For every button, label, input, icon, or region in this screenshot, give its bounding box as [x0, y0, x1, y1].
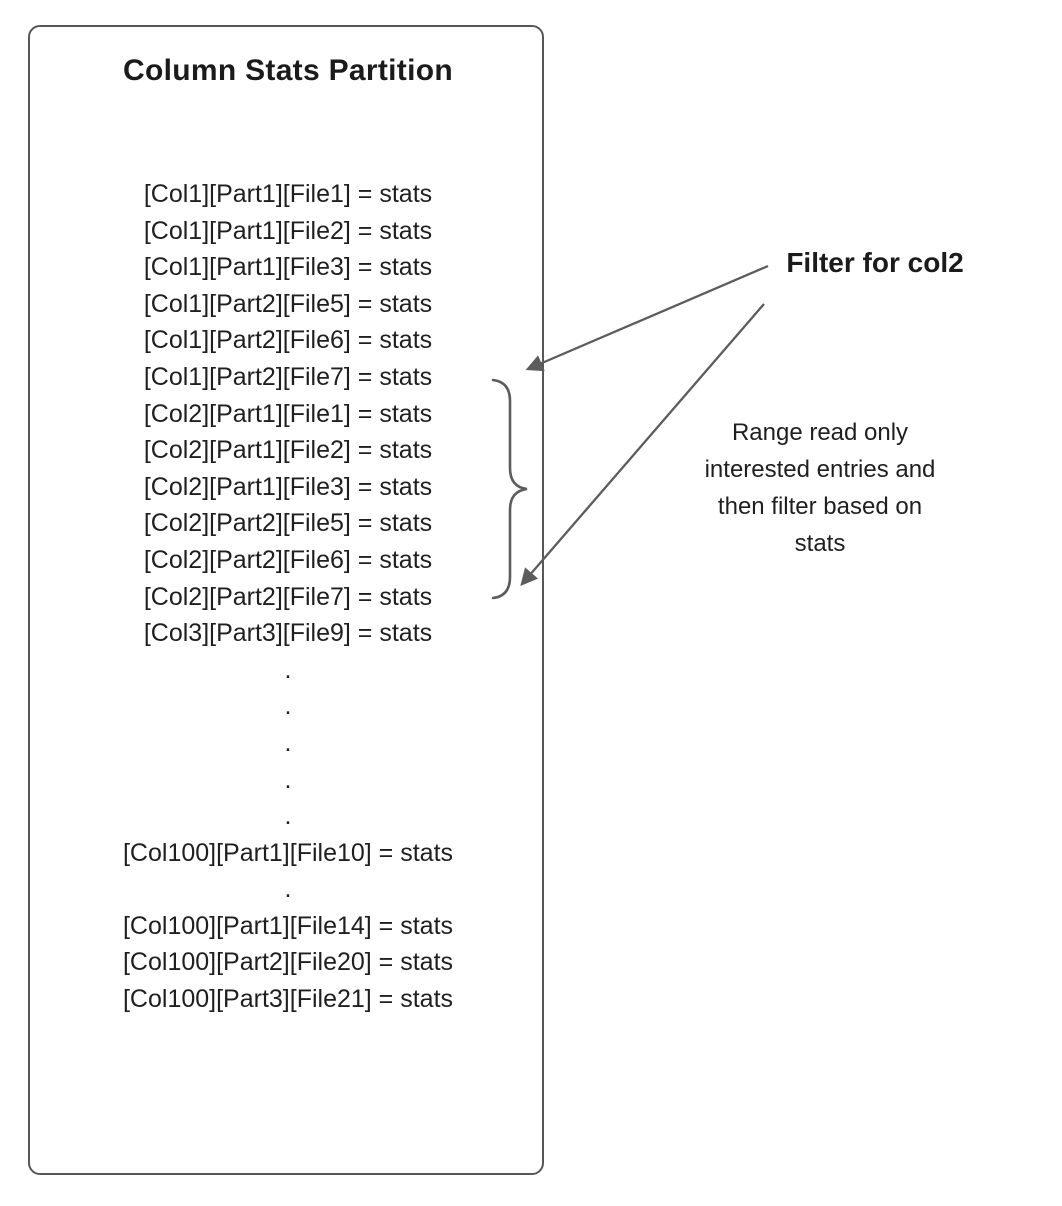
stats-entry: [Col2][Part2][File7] = stats — [143, 582, 433, 611]
range-note-line: interested entries and — [704, 456, 936, 483]
stats-entry: [Col100][Part3][File21] = stats — [122, 985, 454, 1014]
stats-entry: [Col1][Part2][File7] = stats — [143, 362, 433, 391]
ellipsis-dot: . — [284, 802, 292, 831]
stats-entry: [Col2][Part1][File3] = stats — [143, 472, 433, 501]
partition-box — [28, 25, 544, 1175]
ellipsis-dot: . — [284, 655, 292, 684]
stats-entry-list: [Col1][Part1][File1] = stats [Col1][Part1… — [28, 176, 548, 1018]
stats-entry: [Col3][Part3][File9] = stats — [143, 619, 433, 648]
range-note-line: stats — [794, 530, 846, 557]
filter-arrow-top — [525, 264, 769, 372]
ellipsis-dot: . — [284, 692, 292, 721]
stats-entry: [Col1][Part2][File6] = stats — [143, 326, 433, 355]
stats-entry: [Col2][Part1][File1] = stats — [143, 399, 433, 428]
filter-label: Filter for col2 — [786, 247, 964, 278]
stats-entry: [Col2][Part2][File6] = stats — [143, 545, 433, 574]
stats-entry: [Col1][Part2][File5] = stats — [143, 289, 433, 318]
partition-title: Column Stats Partition — [123, 54, 453, 87]
ellipsis-dot: . — [284, 875, 292, 904]
range-note: Range read only interested entries and the… — [662, 414, 978, 562]
stats-entry: [Col100][Part1][File14] = stats — [122, 911, 454, 940]
stats-entry: [Col1][Part1][File3] = stats — [143, 253, 433, 282]
stats-entry: [Col100][Part1][File10] = stats — [122, 838, 454, 867]
range-note-line: Range read only — [731, 419, 909, 446]
stats-entry: [Col1][Part1][File2] = stats — [143, 216, 433, 245]
stats-entry: [Col2][Part2][File5] = stats — [143, 509, 433, 538]
stats-entry: [Col100][Part2][File20] = stats — [122, 948, 454, 977]
ellipsis-dot: . — [284, 765, 292, 794]
stats-entry: [Col1][Part1][File1] = stats — [143, 180, 433, 208]
range-note-line: then filter based on — [717, 493, 923, 520]
stats-entry: [Col2][Part1][File2] = stats — [143, 436, 433, 465]
ellipsis-dot: . — [284, 728, 292, 757]
